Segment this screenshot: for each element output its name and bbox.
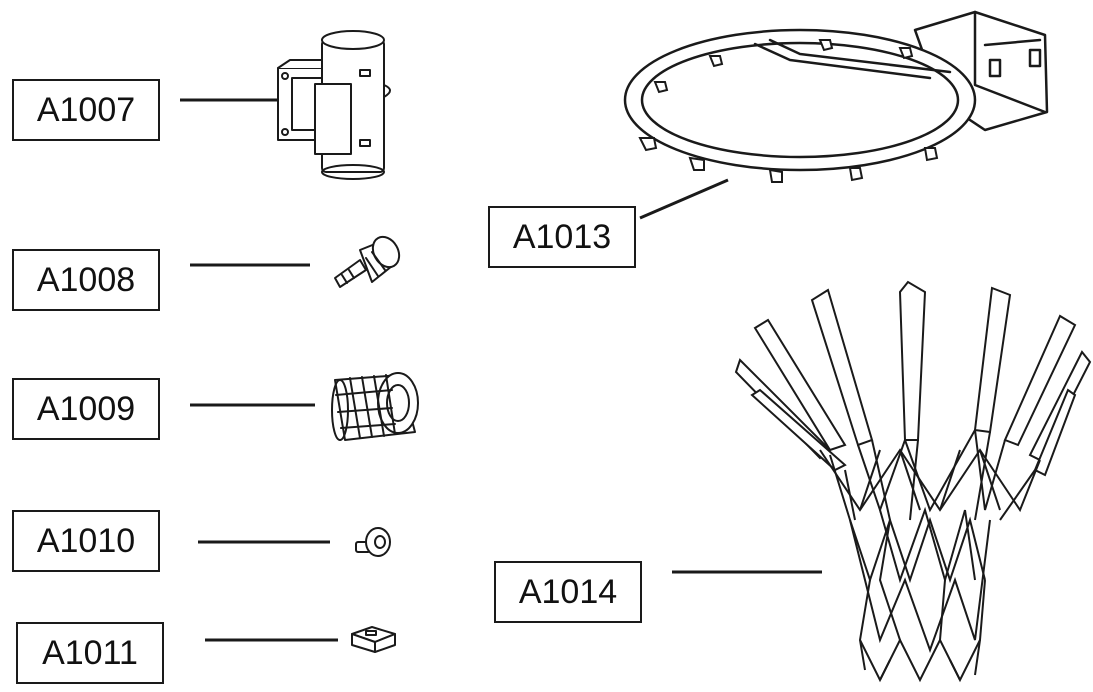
- small-knob-icon: [355, 527, 391, 557]
- part-label-a1014: A1014: [494, 561, 642, 623]
- leader-lines: [180, 98, 822, 642]
- knob-bolt-icon: [334, 235, 401, 288]
- part-label-a1011: A1011: [16, 622, 164, 684]
- part-label-a1008: A1008: [12, 249, 160, 311]
- part-label-a1013: A1013: [488, 206, 636, 268]
- basketball-net-icon: [734, 280, 1092, 683]
- clip-block-icon: [351, 626, 396, 653]
- pole-clamp-icon: [277, 30, 391, 180]
- spring-cylinder-icon: [331, 372, 419, 441]
- part-label-a1009: A1009: [12, 378, 160, 440]
- part-label-a1010: A1010: [12, 510, 160, 572]
- part-label-a1007: A1007: [12, 79, 160, 141]
- basketball-rim-icon: [623, 10, 1049, 183]
- leader-a1013: [639, 178, 729, 220]
